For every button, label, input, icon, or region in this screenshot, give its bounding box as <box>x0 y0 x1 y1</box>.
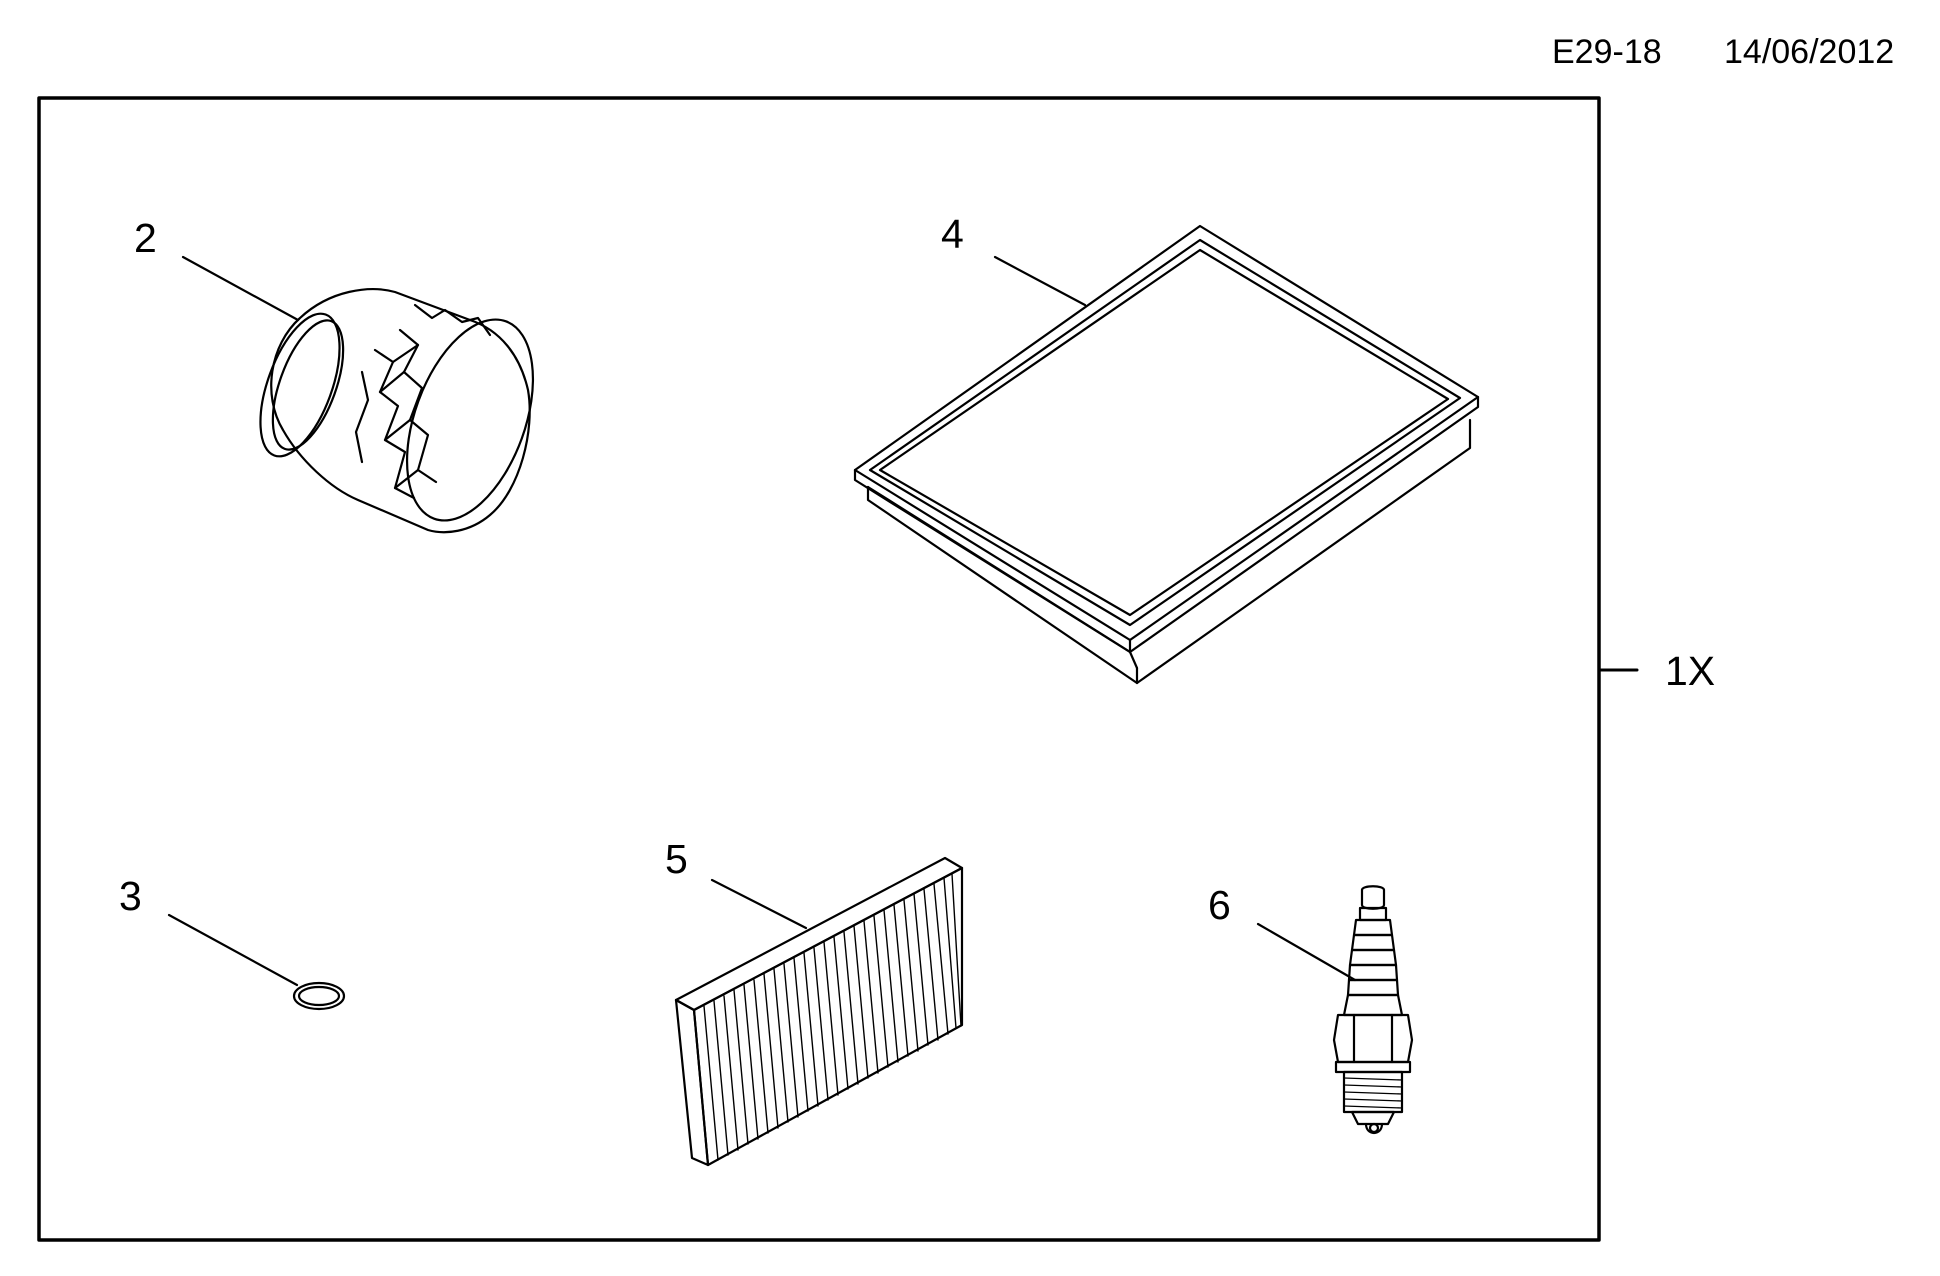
cabin-filter-leader <box>710 878 808 930</box>
air-filter-leader <box>993 255 1087 307</box>
callout-kit-quantity: 1X <box>1665 648 1715 694</box>
sealing-ring-leader <box>167 913 299 987</box>
drawing-header: E29-18 14/06/2012 <box>0 32 1940 72</box>
callout-air-filter: 4 <box>941 211 964 257</box>
kit-frame <box>37 96 1601 1242</box>
cabin-filter-part <box>674 856 964 1167</box>
oil-filter-leader <box>181 255 300 322</box>
oil-filter-part <box>181 255 535 534</box>
spark-plug-part <box>1256 885 1414 1135</box>
callout-oil-filter: 2 <box>134 215 157 261</box>
drawing-code: E29-18 <box>1552 33 1662 71</box>
sealing-ring-part <box>167 913 346 1011</box>
callout-spark-plug: 6 <box>1208 882 1231 928</box>
drawing-date: 14/06/2012 <box>1724 33 1895 71</box>
spark-plug-leader <box>1256 922 1357 982</box>
callout-sealing-ring: 3 <box>119 873 142 919</box>
callout-cabin-filter: 5 <box>665 836 688 882</box>
air-filter-part <box>853 224 1480 685</box>
